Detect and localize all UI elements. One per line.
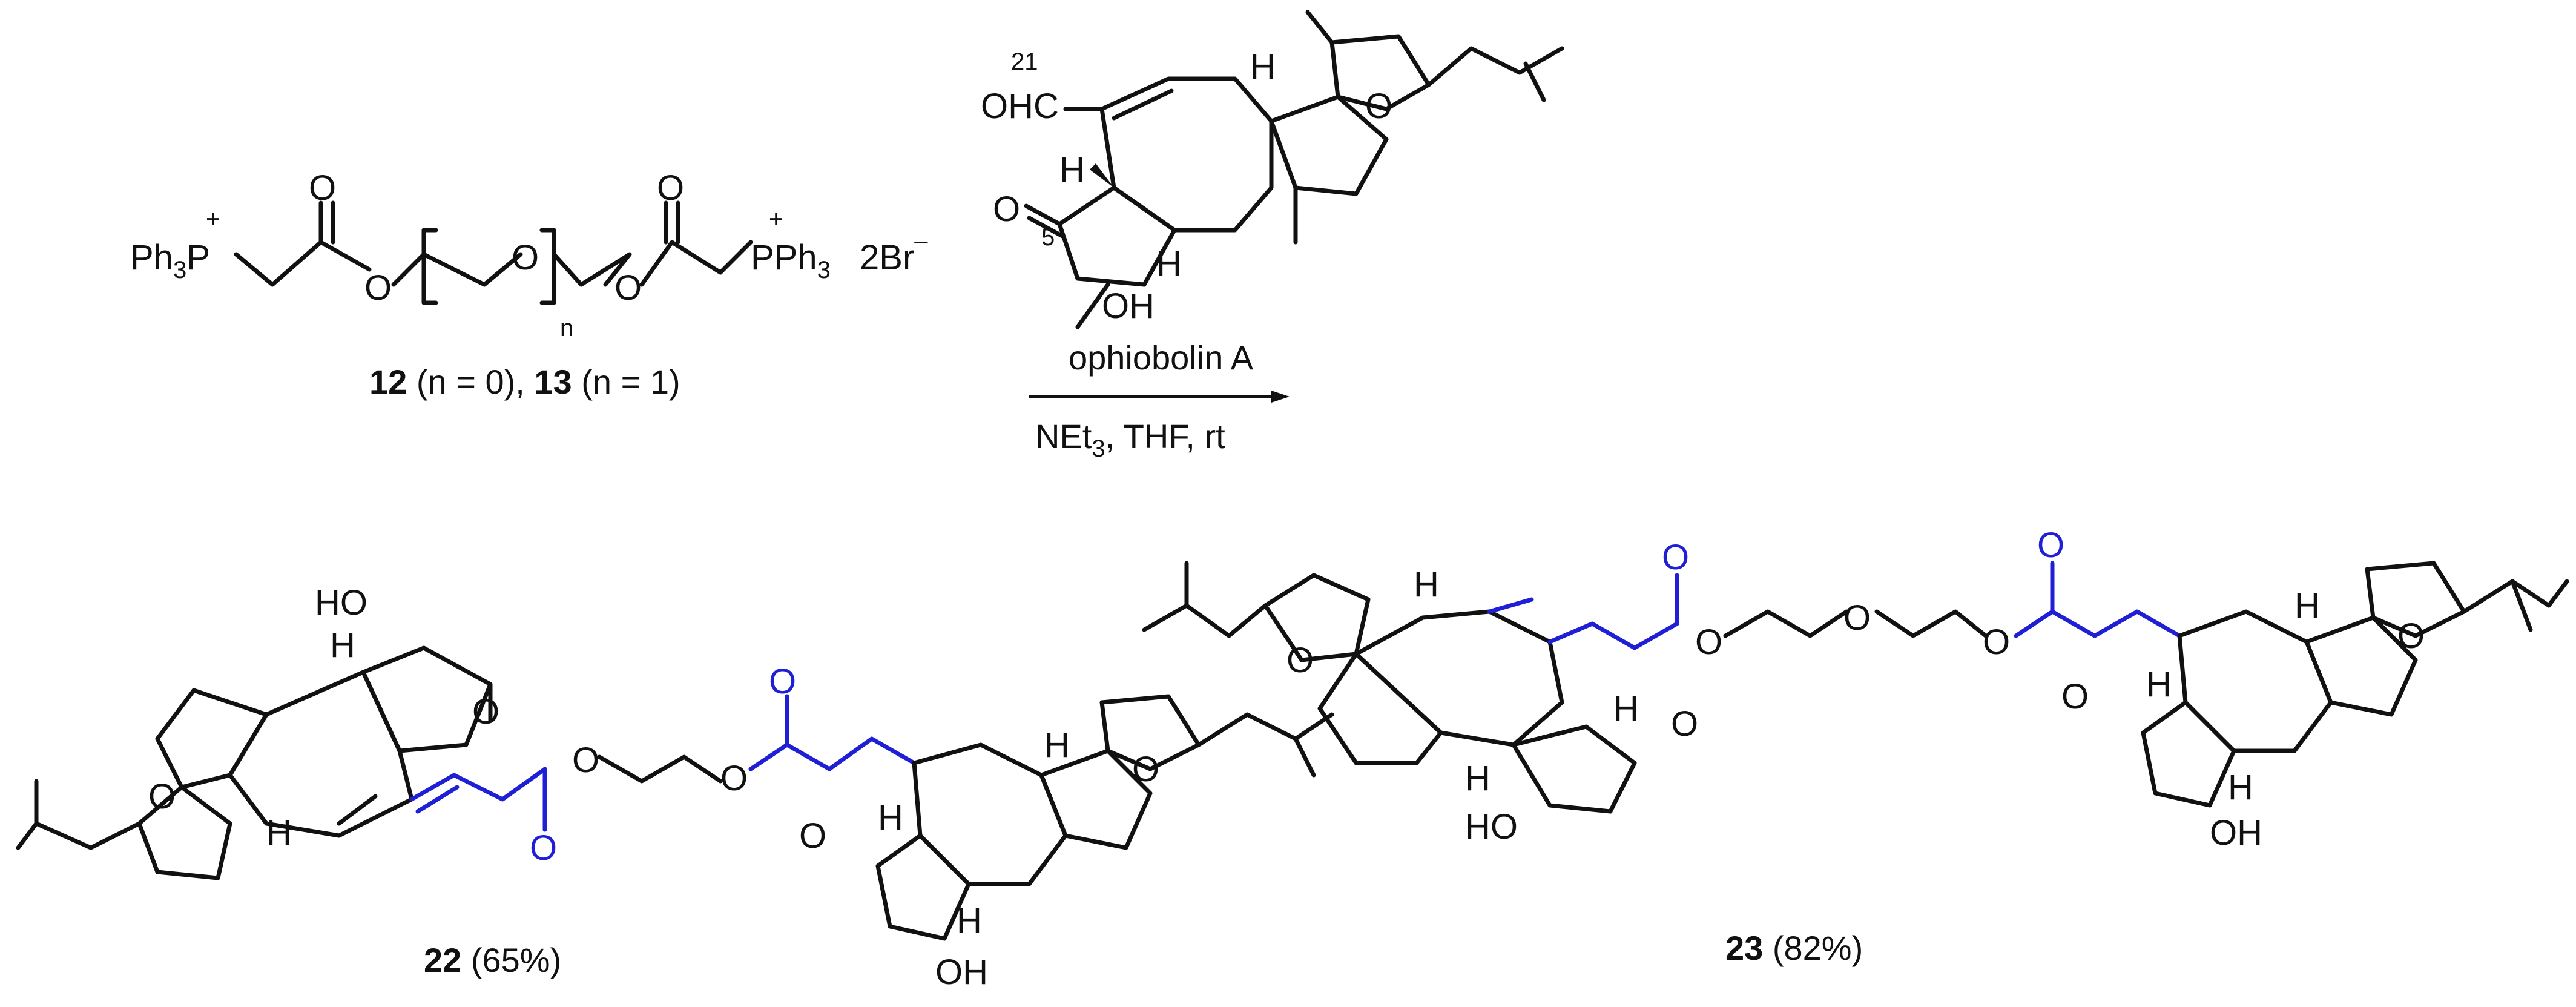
bis-phosphonium-reagent: Ph3P + O O O n O O + PPh3 2Br– 12 (n = 0… xyxy=(130,168,928,401)
p23-hydroxyl-right: OH xyxy=(2210,813,2262,853)
p-atom-right: PPh xyxy=(751,238,817,277)
bond-chain-1 xyxy=(234,240,372,287)
p22-ester-oxygen-a: O xyxy=(572,741,599,780)
arrow-base: NEt xyxy=(1035,417,1092,455)
plus-charge-left: + xyxy=(206,206,220,233)
p23-ester-oxygen-b: O xyxy=(1983,622,2010,662)
ester-oxygen-1: O xyxy=(364,268,392,308)
compound-13-label: 13 xyxy=(534,363,572,401)
product-22-structure: HO H O O H O O O O H O O H H OH xyxy=(16,583,1334,992)
subscript-n: n xyxy=(560,315,573,342)
left-cyclopentanone xyxy=(1057,185,1177,287)
svg-text:PPh3: PPh3 xyxy=(751,238,831,283)
p22-h-2: H xyxy=(266,813,292,853)
reaction-arrow: ophiobolin A NEt3, THF, rt xyxy=(1029,338,1290,462)
p23-carbonyl-oxygen-1: O xyxy=(1662,538,1689,577)
h-stereo-left: H xyxy=(1059,150,1085,190)
bromide-counterion: 2Br xyxy=(860,238,914,277)
p23-furan-oxygen: O xyxy=(1286,641,1314,680)
compound-23-yield: (82%) xyxy=(1763,929,1863,967)
p22-h-1: H xyxy=(330,626,355,665)
furan-oxygen: O xyxy=(1365,87,1392,126)
bracket-right xyxy=(539,228,556,305)
right-cyclopentane xyxy=(1269,94,1389,196)
p23-h-6: H xyxy=(2228,768,2253,807)
svg-text:NEt3, THF, rt: NEt3, THF, rt xyxy=(1035,417,1225,462)
subscript-3-right: 3 xyxy=(817,257,831,283)
svg-text:Ph3P: Ph3P xyxy=(130,238,210,283)
p23-h-4: H xyxy=(2294,586,2320,626)
p22-h-4: H xyxy=(878,798,903,837)
subscript-3: 3 xyxy=(173,257,186,283)
p22-hydroxyl-bottom: OH xyxy=(935,953,988,992)
svg-text:2Br–: 2Br– xyxy=(860,228,928,277)
position-21-label: 21 xyxy=(1011,48,1038,75)
p22-ketone-oxygen-2: O xyxy=(799,816,826,856)
h-stereo-top: H xyxy=(1250,47,1276,87)
product-23-structure: O H H HO H O O O O O O H O H O H OH 2 xyxy=(1142,526,2569,967)
p23-ester-oxygen-a: O xyxy=(1695,622,1722,662)
compound-22-yield: (65%) xyxy=(461,941,561,979)
p23-furan-oxygen-2: O xyxy=(2397,616,2425,656)
p23-h-3: H xyxy=(1465,759,1491,798)
p23-h-2: H xyxy=(1613,689,1639,728)
arrow-base-sub: 3 xyxy=(1092,435,1105,462)
ph-label: Ph xyxy=(130,238,173,277)
p23-ketone-oxygen-2: O xyxy=(2061,677,2089,716)
p22-h-5: H xyxy=(957,901,982,940)
svg-text:12 (n = 0), 13 (n = 1): 12 (n = 0), 13 (n = 1) xyxy=(369,363,680,401)
compound-12-label: 12 xyxy=(369,363,407,401)
p23-h-1: H xyxy=(1414,565,1439,604)
h-stereo-bottom: H xyxy=(1156,244,1182,283)
p23-ketone-oxygen: O xyxy=(1671,704,1698,744)
aldehyde-group: OHC xyxy=(981,87,1059,126)
bromide-charge: – xyxy=(914,228,928,254)
carbonyl-oxygen-1: O xyxy=(309,168,336,208)
p22-carbonyl-oxygen-2: O xyxy=(769,662,796,701)
carbonyl-oxygen-2: O xyxy=(657,168,684,208)
p22-h-3: H xyxy=(1044,725,1070,765)
plus-charge-right: + xyxy=(769,206,783,233)
eight-membered-ring xyxy=(1099,76,1274,233)
position-5-label: 5 xyxy=(1041,224,1055,251)
p22-ketone-oxygen: O xyxy=(472,692,499,731)
compound-13-n: (n = 1) xyxy=(572,363,680,401)
compound-22-label: 22 xyxy=(424,941,461,979)
p22-hydroxyl-top: HO xyxy=(315,583,367,622)
p22-ester-oxygen-b: O xyxy=(720,759,748,798)
arrow-conditions: , THF, rt xyxy=(1105,417,1226,455)
ether-oxygen: O xyxy=(512,238,539,277)
p23-hydroxyl-bottom: HO xyxy=(1465,807,1518,847)
ophiobolin-a-structure: 21 OHC O 5 H H OH H O xyxy=(981,10,1564,329)
hydroxyl-group: OH xyxy=(1102,286,1155,326)
svg-text:23 (82%): 23 (82%) xyxy=(1725,929,1863,967)
bracket-left xyxy=(421,228,438,305)
p-atom-left: P xyxy=(186,238,210,277)
p23-h-5: H xyxy=(2146,665,2172,704)
p23-carbonyl-oxygen-2: O xyxy=(2037,526,2064,565)
p22-carbonyl-oxygen-1: O xyxy=(530,828,557,868)
svg-text:22 (65%): 22 (65%) xyxy=(424,941,561,979)
arrow-head xyxy=(1271,391,1290,403)
p23-ether-oxygen: O xyxy=(1843,598,1871,638)
ketone-oxygen: O xyxy=(993,190,1020,229)
compound-23-label: 23 xyxy=(1725,929,1763,967)
p22-furan-oxygen-2: O xyxy=(1132,750,1159,789)
compound-12-n: (n = 0), xyxy=(407,363,534,401)
ester-oxygen-2: O xyxy=(614,268,642,308)
arrow-reagent-above: ophiobolin A xyxy=(1069,338,1254,377)
tetrahydrofuran-ring xyxy=(1329,34,1431,111)
